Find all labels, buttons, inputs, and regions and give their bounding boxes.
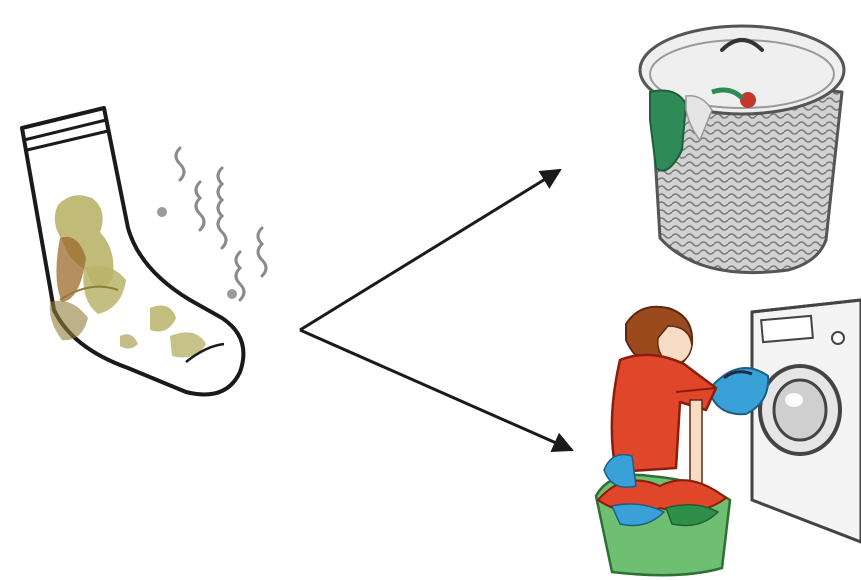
smell-lines-icon [157, 148, 266, 300]
laundry-hamper-icon [640, 26, 844, 273]
flow-arrows [300, 170, 572, 450]
arrow-to-hamper [300, 170, 560, 330]
person-loading-washing-machine-icon [596, 300, 861, 575]
arrow-to-washing-machine [300, 330, 572, 450]
dirty-sock-icon [22, 108, 243, 395]
